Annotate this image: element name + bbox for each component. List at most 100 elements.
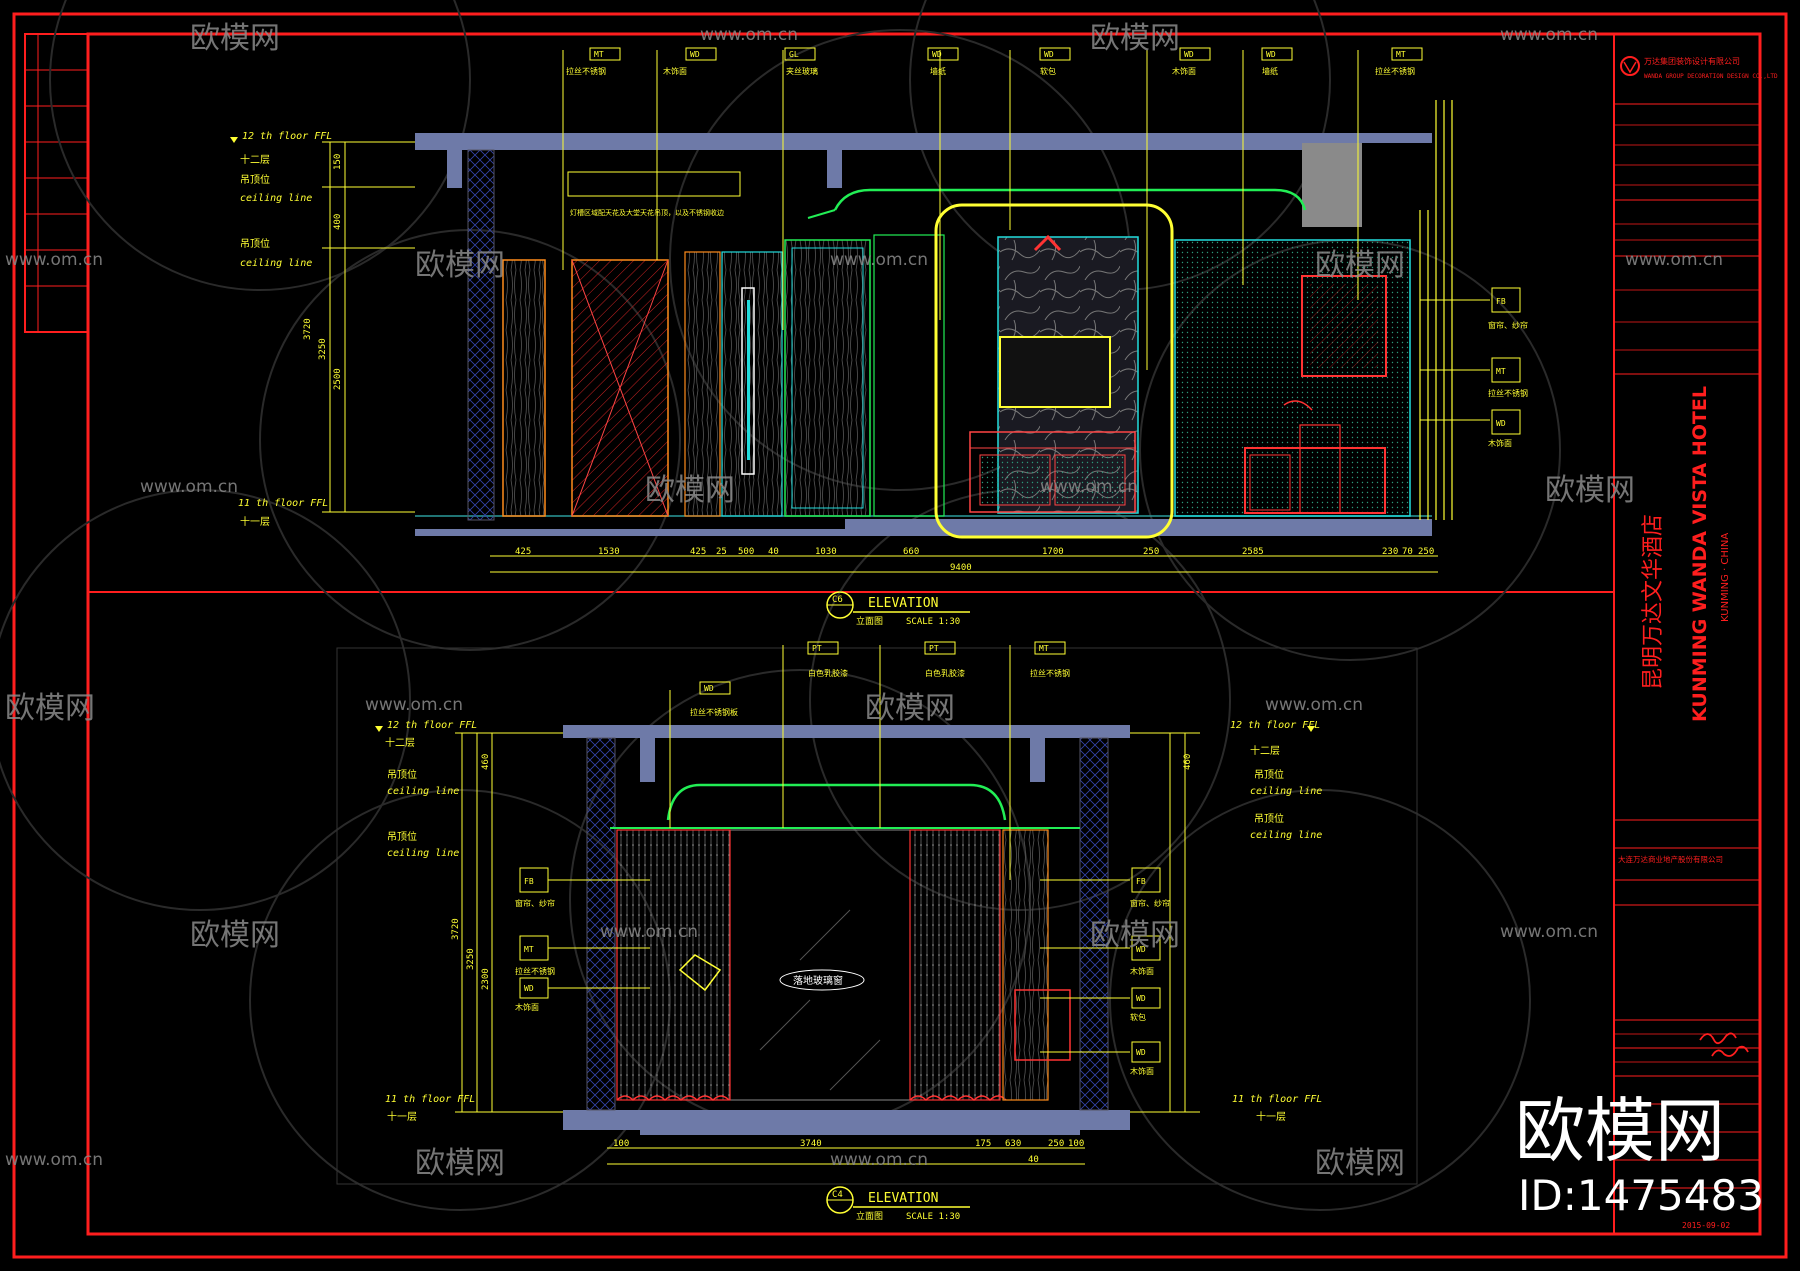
- svg-text:40: 40: [768, 547, 779, 557]
- svg-text:吊顶位: 吊顶位: [387, 768, 417, 781]
- svg-text:WD: WD: [690, 50, 700, 59]
- elevation-label-c4: C4 ELEVATION 立面图 SCALE 1:30: [826, 1186, 970, 1222]
- svg-text:www.om.cn: www.om.cn: [1500, 25, 1598, 45]
- svg-text:拉丝不锈钢: 拉丝不锈钢: [515, 966, 555, 976]
- svg-text:MT: MT: [524, 945, 534, 954]
- svg-text:3720: 3720: [303, 318, 313, 340]
- svg-text:ceiling line: ceiling line: [387, 848, 459, 859]
- svg-text:www.om.cn: www.om.cn: [1040, 477, 1138, 497]
- svg-text:PT: PT: [812, 644, 822, 653]
- svg-text:欧模网: 欧模网: [415, 1146, 505, 1181]
- svg-text:250: 250: [1143, 547, 1159, 557]
- svg-text:ELEVATION: ELEVATION: [868, 1191, 938, 1206]
- svg-text:www.om.cn: www.om.cn: [5, 1150, 103, 1170]
- svg-text:软包: 软包: [1130, 1012, 1146, 1022]
- svg-text:GL: GL: [789, 50, 799, 59]
- svg-text:窗帘、纱帘: 窗帘、纱帘: [1488, 320, 1528, 330]
- mirror-frame: [1301, 275, 1387, 377]
- svg-text:FB: FB: [524, 877, 534, 886]
- svg-text:欧模网: 欧模网: [645, 473, 735, 508]
- material-tags-c6: MT 拉丝不锈钢 WD 木饰面 GL 夹丝玻璃 WD 墙纸 WD 软包 WD 木…: [566, 47, 1423, 217]
- svg-text:木饰面: 木饰面: [515, 1002, 539, 1012]
- svg-text:FB: FB: [1136, 877, 1146, 886]
- project-name-en: KUNMING WANDA VISTA HOTEL: [1689, 386, 1711, 722]
- svg-text:100: 100: [613, 1139, 629, 1149]
- svg-text:12 th floor FFL: 12 th floor FFL: [242, 131, 332, 142]
- side-tags-c6: FB 窗帘、纱帘 MT 拉丝不锈钢 WD 木饰面: [1488, 287, 1528, 448]
- svg-text:www.om.cn: www.om.cn: [365, 695, 463, 715]
- svg-text:3740: 3740: [800, 1139, 822, 1149]
- svg-text:木饰面: 木饰面: [1130, 966, 1154, 976]
- svg-text:460: 460: [481, 754, 491, 770]
- svg-text:460: 460: [1183, 754, 1193, 770]
- svg-text:70: 70: [1402, 547, 1413, 557]
- svg-text:立面图: 立面图: [856, 1210, 883, 1222]
- svg-text:WD: WD: [1496, 419, 1506, 428]
- svg-text:欧模网: 欧模网: [1315, 1146, 1405, 1181]
- svg-text:3720: 3720: [451, 918, 461, 940]
- svg-text:WD: WD: [1266, 50, 1276, 59]
- svg-text:WD: WD: [1136, 994, 1146, 1003]
- svg-text:www.om.cn: www.om.cn: [1500, 922, 1598, 942]
- owner-name: 大连万达商业地产股份有限公司: [1618, 854, 1723, 864]
- elevation-label-c6: C6 ELEVATION 立面图 SCALE 1:30: [826, 591, 970, 627]
- svg-text:软包: 软包: [1040, 66, 1056, 76]
- vertical-dims-c6: 3720 3250 2500 400 150: [303, 154, 343, 390]
- svg-text:WD: WD: [1044, 50, 1054, 59]
- svg-text:175: 175: [975, 1139, 991, 1149]
- svg-text:欧模网: 欧模网: [415, 248, 505, 283]
- svg-text:ceiling line: ceiling line: [240, 258, 312, 269]
- headboard-frame: [934, 203, 1174, 539]
- svg-text:www.om.cn: www.om.cn: [700, 25, 798, 45]
- svg-text:www.om.cn: www.om.cn: [600, 922, 698, 942]
- wardrobe-door: [784, 239, 871, 517]
- svg-text:500: 500: [738, 547, 754, 557]
- svg-text:FB: FB: [1496, 297, 1506, 306]
- svg-text:11 th floor FFL: 11 th floor FFL: [1232, 1094, 1322, 1105]
- svg-text:11 th floor FFL: 11 th floor FFL: [238, 498, 328, 509]
- svg-text:欧模网: 欧模网: [1545, 473, 1635, 508]
- svg-text:www.om.cn: www.om.cn: [1265, 695, 1363, 715]
- svg-text:ceiling line: ceiling line: [387, 786, 459, 797]
- svg-text:WD: WD: [704, 684, 714, 693]
- svg-text:C4: C4: [832, 1190, 843, 1200]
- svg-text:230: 230: [1382, 547, 1398, 557]
- watermark-text: 欧模网 欧模网 www.om.cn www.om.cn www.om.cn 欧模…: [5, 21, 1723, 1181]
- svg-text:十二层: 十二层: [1250, 744, 1280, 757]
- svg-text:3250: 3250: [466, 948, 476, 970]
- window-glass: [729, 829, 911, 1101]
- svg-text:欧模网: 欧模网: [190, 918, 280, 953]
- column-left: [586, 737, 616, 1111]
- svg-text:夹丝玻璃: 夹丝玻璃: [786, 66, 818, 76]
- svg-text:拉丝不锈钢: 拉丝不锈钢: [1488, 388, 1528, 398]
- svg-text:欧模网: 欧模网: [1090, 918, 1180, 953]
- svg-text:吊顶位: 吊顶位: [387, 830, 417, 843]
- title-block: 万达集团装饰设计有限公司 WANDA GROUP DECORATION DESI…: [1613, 33, 1778, 1235]
- svg-text:MT: MT: [1039, 644, 1049, 653]
- window-label-bubble: [779, 969, 865, 991]
- company-name: 万达集团装饰设计有限公司: [1644, 56, 1740, 66]
- svg-text:十一层: 十一层: [240, 515, 270, 528]
- svg-text:630: 630: [1005, 1139, 1021, 1149]
- project-location: KUNMING · CHINA: [1720, 533, 1731, 622]
- wood-panel-left: [502, 259, 546, 517]
- svg-text:40: 40: [1028, 1155, 1039, 1165]
- svg-text:MT: MT: [594, 50, 604, 59]
- curtain-right: [909, 829, 1001, 1101]
- svg-text:ceiling line: ceiling line: [1250, 786, 1322, 797]
- ceiling-slab: [415, 133, 1432, 188]
- svg-text:MT: MT: [1396, 50, 1406, 59]
- svg-text:拉丝不锈钢: 拉丝不锈钢: [1375, 66, 1415, 76]
- svg-text:C6: C6: [832, 595, 843, 605]
- project-name-cn: 昆明万达文华酒店: [1641, 514, 1666, 690]
- svg-text:150: 150: [333, 154, 343, 170]
- svg-text:12 th floor FFL: 12 th floor FFL: [387, 720, 477, 731]
- svg-text:11 th floor FFL: 11 th floor FFL: [385, 1094, 475, 1105]
- svg-text:WANDA GROUP DECORATION DESIGN: WANDA GROUP DECORATION DESIGN CO.,LTD: [1644, 73, 1778, 80]
- svg-text:欧模网: 欧模网: [5, 691, 95, 726]
- floor-slab: [415, 519, 1432, 536]
- level-markers-c6: 12 th floor FFL 十二层 吊顶位 ceiling line 吊顶位…: [230, 131, 332, 528]
- svg-text:十二层: 十二层: [240, 153, 270, 166]
- svg-text:425: 425: [515, 547, 531, 557]
- svg-text:灯槽区域配天花及大堂天花吊顶，以及不锈钢收边: 灯槽区域配天花及大堂天花吊顶，以及不锈钢收边: [570, 208, 724, 217]
